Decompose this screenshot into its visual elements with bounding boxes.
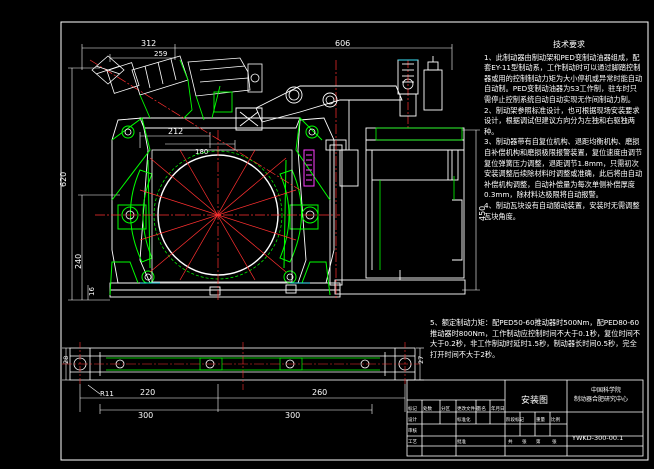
note-item-3: 3、制动器带有自复位机构、退距均衡机构、磨损自补偿机构和磨损极限报警装置，复位速… (484, 137, 643, 200)
dim-28: 28 (62, 356, 70, 364)
title-block (406, 379, 644, 457)
tb-label-process: 工艺 (408, 439, 417, 445)
dim-312: 312 (141, 39, 156, 48)
manual-release-assembly (91, 55, 263, 97)
hydraulic-thruster (339, 56, 465, 280)
center-lines (89, 59, 409, 300)
org-line-1: 中国科学院 (591, 386, 621, 394)
bottom-view-centerlines (62, 342, 420, 390)
brake-lever (235, 85, 403, 131)
dim-620: 620 (59, 172, 68, 187)
tb-label-review: 审核 (408, 427, 417, 434)
tb-label-sign: 签名 (477, 405, 486, 412)
thruster-green (375, 127, 463, 270)
dim-27: 27 (417, 356, 425, 364)
tb-label-approve: 批准 (457, 438, 466, 445)
technical-requirements-cont: 5、额定制动力矩：配PED50-60推动器时500Nm，配PED80-60推动器… (430, 318, 642, 360)
dim-300-left: 300 (138, 411, 153, 420)
spring-indicator (303, 149, 315, 187)
note-item-4: 4、制动瓦块设有自动随动装置，安装时无需调整瓦块角度。 (484, 200, 640, 221)
note-item-2: 2、制动架参照标准设计，也可根据现场安装要求设计，根据调试但建议方向分为左独和右… (484, 105, 640, 136)
brake-frame (109, 117, 466, 298)
bolt-holes (124, 78, 414, 281)
dim-450: 450 (478, 206, 487, 221)
dim-259: 259 (154, 50, 167, 58)
brake-shoes (109, 116, 331, 296)
technical-requirements: 技术要求 1、此制动器由制动架和PED变制动油器组成，配套EY-11型制动系，工… (484, 40, 644, 222)
tb-label-design: 设计 (408, 416, 417, 423)
notes-heading: 技术要求 (553, 40, 585, 49)
tb-label-mark: 标记 (408, 405, 417, 412)
dim-240: 240 (74, 254, 83, 269)
tb-label-count: 处数 (423, 405, 432, 412)
actuator-green (139, 59, 233, 121)
tb-label-standard: 标准化 (457, 416, 471, 423)
drawing-frame (60, 21, 649, 461)
note-item-5: 5、额定制动力矩：配PED50-60推动器时500Nm，配PED80-60推动器… (430, 318, 641, 359)
tb-label-no: 第 (536, 438, 541, 445)
drawing-name: 安装图 (521, 394, 548, 406)
dim-r11: R11 (100, 390, 114, 398)
tb-label-zone: 分区 (441, 405, 450, 412)
top-dimensions (81, 44, 453, 150)
drawing-number: YWKD-300-00.1 (571, 434, 623, 442)
dim-300-right: 300 (285, 411, 300, 420)
tb-label-sheets-2: 张 (552, 438, 557, 445)
dim-212: 212 (168, 127, 183, 136)
tb-label-sheets-1: 张 (522, 438, 527, 445)
dim-260: 260 (312, 388, 327, 397)
tb-label-change-doc: 更改文件号 (457, 405, 480, 412)
dim-606: 606 (335, 39, 350, 48)
bottom-dimensions (62, 347, 424, 414)
tb-label-date: 年月日 (491, 405, 505, 412)
cyan-fittings (140, 59, 418, 284)
tb-label-total: 共 (508, 438, 513, 445)
note-item-1: 1、此制动器由制动架和PED变制动油器组成，配套EY-11型制动系，工作制动时可… (484, 52, 643, 104)
tb-label-scale: 比例 (551, 416, 560, 423)
dim-180: 180 (195, 148, 208, 156)
dim-16: 16 (88, 287, 96, 296)
dim-220: 220 (140, 388, 155, 397)
left-dimensions (68, 67, 120, 301)
org-line-2: 制动器合肥研究中心 (574, 395, 628, 403)
tb-label-weight: 重量 (536, 416, 545, 423)
tb-label-stage: 阶段标记 (506, 416, 524, 423)
